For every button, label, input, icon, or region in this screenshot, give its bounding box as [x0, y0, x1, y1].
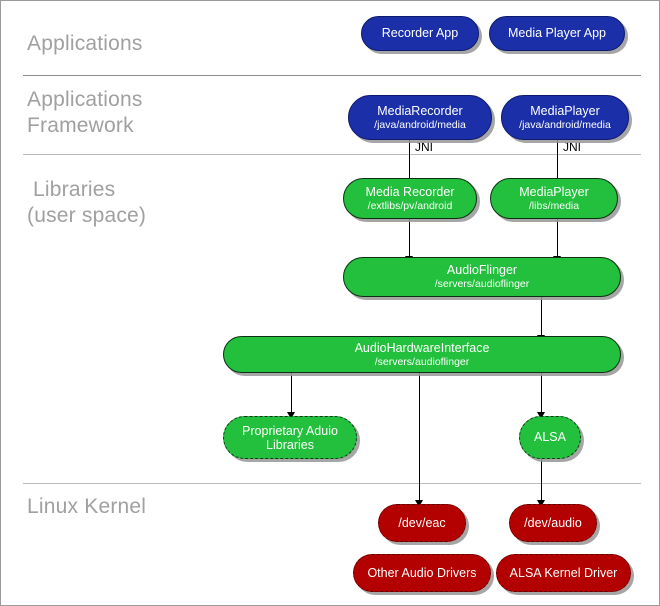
- node-other-audio-drivers-title: Other Audio Drivers: [367, 565, 477, 580]
- node-proprietary-audio-libs-title: Proprietary Aduio: [242, 423, 338, 438]
- node-alsa-kernel-driver-title: ALSA Kernel Driver: [509, 565, 618, 580]
- band-label-linux-kernel: Linux Kernel: [27, 495, 147, 518]
- node-media-recorder-lib[interactable]: Media Recorder /extlibs/pv/android: [343, 178, 477, 219]
- connector-alsa-to-dev-audio: [541, 459, 542, 503]
- connector-audioflinger-to-audiohardwareinterface: [541, 297, 542, 339]
- node-alsa-kernel-driver[interactable]: ALSA Kernel Driver: [496, 554, 631, 592]
- node-recorder-app[interactable]: Recorder App: [361, 16, 479, 51]
- node-mediaplayer-framework[interactable]: MediaPlayer /java/android/media: [501, 95, 629, 140]
- node-mediarecorder-framework-subtitle: /java/android/media: [374, 118, 466, 131]
- node-mediarecorder-framework[interactable]: MediaRecorder /java/android/media: [348, 95, 492, 140]
- node-audioflinger-subtitle: /servers/audioflinger: [434, 278, 530, 290]
- node-dev-eac[interactable]: /dev/eac: [378, 504, 466, 542]
- node-other-audio-drivers[interactable]: Other Audio Drivers: [353, 554, 491, 592]
- separator-libraries: [23, 483, 641, 484]
- connector-mediaplayer-lib-to-audioflinger: [557, 219, 558, 259]
- separator-applications: [23, 75, 641, 76]
- node-proprietary-audio-libs[interactable]: Proprietary Aduio Libraries: [223, 416, 357, 459]
- node-dev-eac-title: /dev/eac: [398, 515, 446, 530]
- connector-mediarecorder-to-media-recorder-lib: [409, 140, 410, 183]
- node-alsa[interactable]: ALSA: [519, 416, 581, 459]
- band-label-applications: Applications: [27, 32, 143, 55]
- connector-mediaplayer-to-mediaplayer-lib: [557, 140, 558, 183]
- node-mediaplayer-lib-subtitle: /libs/media: [528, 199, 580, 212]
- node-mediaplayer-lib-title: MediaPlayer: [519, 184, 589, 199]
- node-audiohardwareinterface-title: AudioHardwareInterface: [354, 340, 490, 355]
- node-media-recorder-lib-subtitle: /extlibs/pv/android: [367, 199, 453, 212]
- node-mediaplayer-framework-subtitle: /java/android/media: [519, 118, 611, 131]
- node-media-player-app[interactable]: Media Player App: [489, 16, 625, 51]
- node-mediarecorder-framework-title: MediaRecorder: [377, 103, 463, 118]
- connector-media-recorder-lib-to-audioflinger: [409, 219, 410, 259]
- separator-applications-framework: [23, 154, 641, 155]
- edge-label-jni-left: JNI: [415, 140, 433, 154]
- node-proprietary-audio-libs-subtitle: Libraries: [266, 437, 314, 452]
- node-audiohardwareinterface[interactable]: AudioHardwareInterface /servers/audiofli…: [223, 336, 621, 373]
- band-label-applications-framework: Applications Framework: [27, 88, 143, 137]
- connector-audiohardwareinterface-to-proprietary-audio-libs: [291, 373, 292, 415]
- node-audiohardwareinterface-subtitle: /servers/audioflinger: [374, 355, 470, 368]
- node-media-player-app-title: Media Player App: [508, 26, 606, 40]
- node-media-recorder-lib-title: Media Recorder: [365, 184, 455, 199]
- node-alsa-title: ALSA: [534, 430, 566, 444]
- band-label-libraries: Libraries (user space): [27, 178, 147, 227]
- node-dev-audio[interactable]: /dev/audio: [509, 504, 597, 542]
- node-mediaplayer-framework-title: MediaPlayer: [530, 103, 600, 118]
- node-audioflinger-title: AudioFlinger: [446, 263, 518, 277]
- node-mediaplayer-lib[interactable]: MediaPlayer /libs/media: [490, 178, 618, 219]
- edge-label-jni-right: JNI: [563, 140, 581, 154]
- node-audioflinger[interactable]: AudioFlinger /servers/audioflinger: [343, 257, 621, 297]
- connector-audiohardwareinterface-to-alsa: [541, 373, 542, 415]
- connector-audiohardwareinterface-to-dev-eac: [419, 373, 420, 503]
- node-dev-audio-title: /dev/audio: [524, 515, 582, 530]
- node-recorder-app-title: Recorder App: [381, 26, 459, 40]
